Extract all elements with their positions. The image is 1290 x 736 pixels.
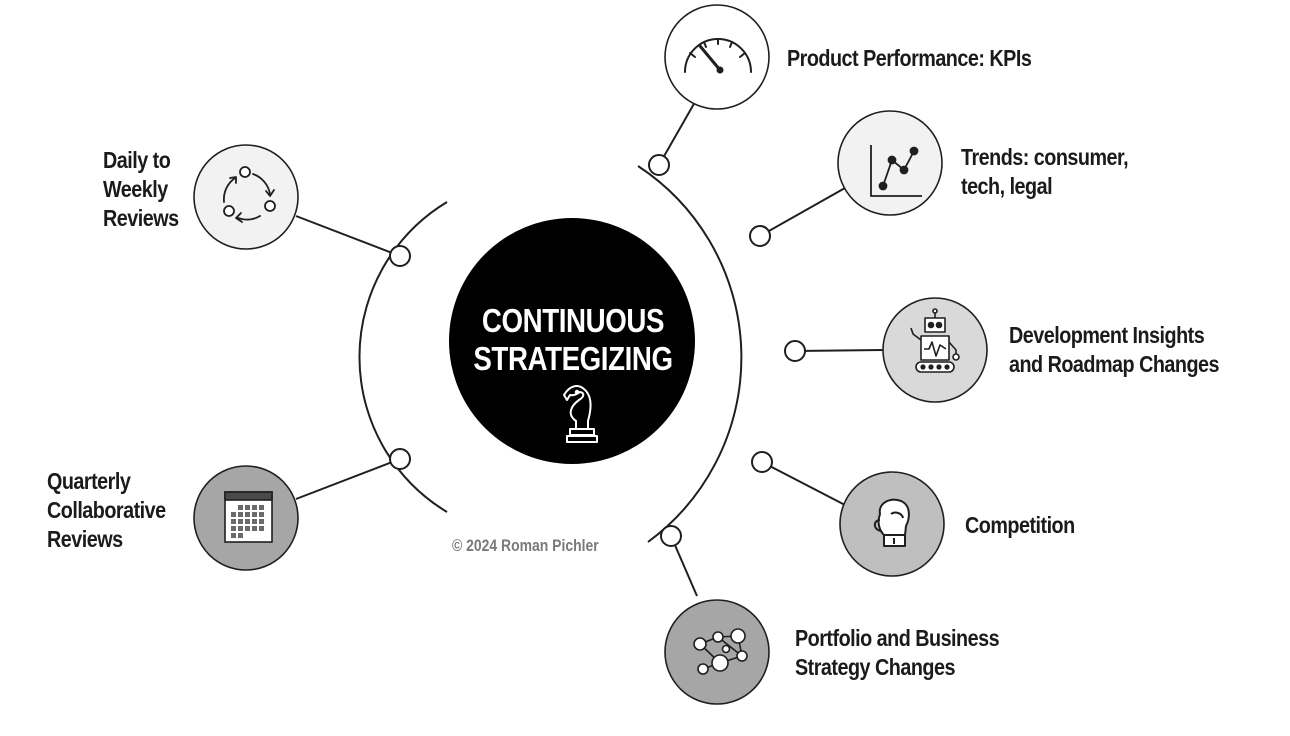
label-daily-reviews-line-3: Reviews: [103, 205, 179, 231]
label-daily-reviews-line-2: Weekly: [103, 176, 168, 202]
label-daily-reviews-line-1: Daily to: [103, 147, 171, 173]
right-arc: [637, 165, 743, 543]
node-competition: [751, 451, 773, 473]
connector-quarterly-reviews: [295, 458, 401, 500]
label-portfolio-line-2: Strategy Changes: [795, 654, 955, 680]
label-trends-line-1: Trends: consumer,: [961, 144, 1129, 170]
icon-circle-product-performance: [664, 4, 770, 110]
label-trends-line-2: tech, legal: [961, 173, 1053, 199]
center-title-line-1: CONTINUOUS: [481, 302, 665, 339]
node-quarterly-reviews: [389, 448, 411, 470]
label-portfolio: Portfolio and Business Strategy Changes: [795, 624, 1000, 682]
left-arc: [358, 201, 448, 513]
connector-development-insights: [794, 349, 884, 352]
node-product-performance: [648, 154, 670, 176]
label-quarterly-reviews: Quarterly Collaborative Reviews: [47, 467, 166, 554]
label-development-insights-line-1: Development Insights: [1009, 322, 1205, 348]
label-development-insights-line-2: and Roadmap Changes: [1009, 351, 1220, 377]
label-portfolio-line-1: Portfolio and Business: [795, 625, 1000, 651]
label-quarterly-reviews-line-3: Reviews: [47, 526, 123, 552]
center-title-line-2: STRATEGIZING: [473, 340, 673, 377]
speedometer-icon: [684, 38, 752, 74]
robot-icon: [910, 308, 960, 373]
label-competition-line-1: Competition: [965, 512, 1075, 538]
node-trends: [749, 225, 771, 247]
cycle-arrows-icon: [222, 166, 276, 223]
label-product-performance: Product Performance: KPIs: [787, 44, 1032, 73]
calendar-icon: [224, 491, 273, 543]
copyright-text: © 2024 Roman Pichler: [452, 536, 599, 555]
connector-product-performance: [658, 101, 696, 166]
label-product-performance-line-1: Product Performance: KPIs: [787, 45, 1032, 71]
center-circle: [449, 218, 695, 464]
label-development-insights: Development Insights and Roadmap Changes: [1009, 321, 1220, 379]
node-portfolio: [660, 525, 682, 547]
boxing-glove-icon: [873, 498, 910, 547]
label-daily-reviews: Daily to Weekly Reviews: [103, 146, 179, 233]
label-quarterly-reviews-line-2: Collaborative: [47, 497, 166, 523]
label-trends: Trends: consumer, tech, legal: [961, 143, 1129, 201]
icon-circle-portfolio: [664, 599, 770, 705]
label-quarterly-reviews-line-1: Quarterly: [47, 468, 131, 494]
network-nodes-icon: [693, 628, 748, 675]
connector-trends: [759, 187, 846, 237]
node-development-insights: [784, 340, 806, 362]
icon-circle-daily-reviews: [193, 144, 299, 250]
connector-competition: [761, 461, 846, 506]
center-title: CONTINUOUS STRATEGIZING: [450, 302, 696, 378]
label-competition: Competition: [965, 511, 1075, 540]
chess-knight-icon: [563, 385, 598, 443]
connector-daily-reviews: [295, 215, 401, 257]
line-graph-icon: [870, 145, 922, 197]
node-daily-reviews: [389, 245, 411, 267]
